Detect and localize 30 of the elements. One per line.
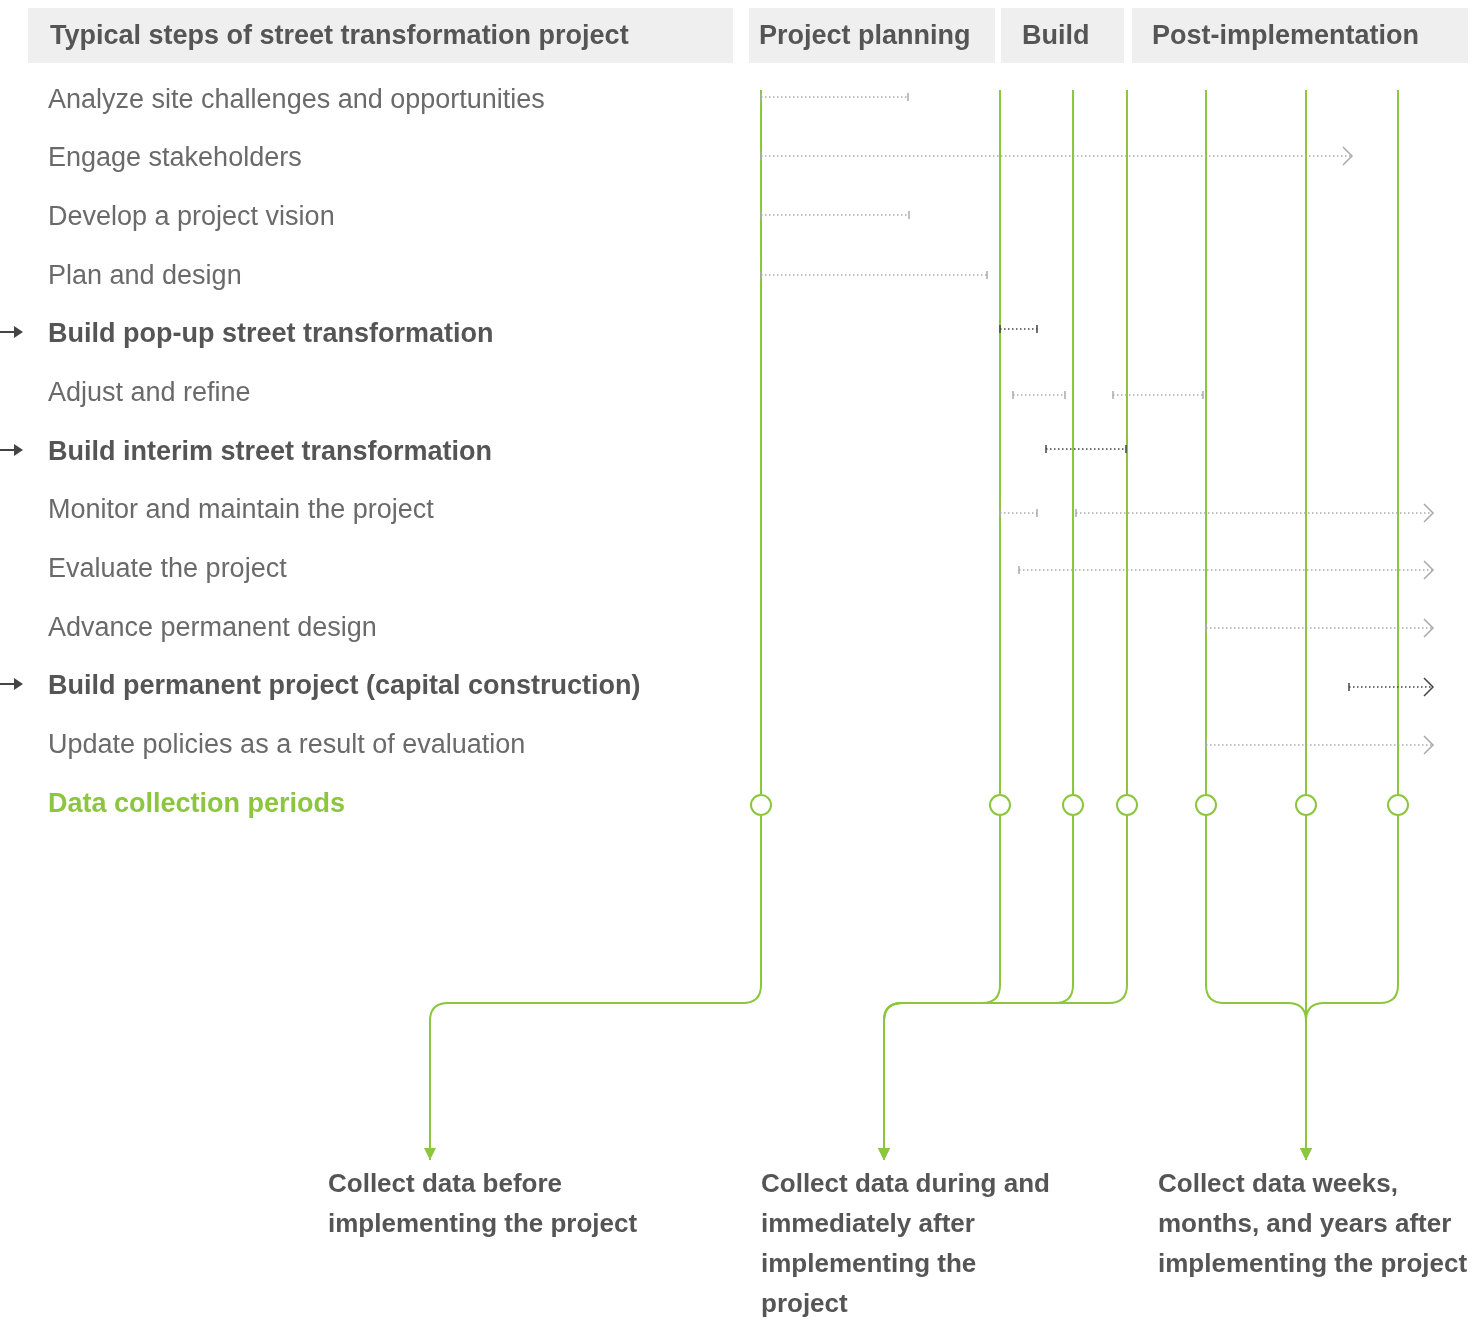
period-marker-circle [750, 794, 772, 816]
step-label: Adjust and refine [48, 376, 251, 409]
step-label: Develop a project vision [48, 200, 335, 233]
step-label: Monitor and maintain the project [48, 493, 434, 526]
outcome-text: Collect data before implementing the project [328, 1163, 658, 1243]
connector-arrow [878, 815, 1128, 1161]
connector-arrow [424, 815, 762, 1161]
period-marker-circle [1062, 794, 1084, 816]
period-marker-circle [1195, 794, 1217, 816]
legend-title: Data collection periods [48, 787, 346, 820]
connector-arrow [1300, 815, 1399, 1161]
column-header: Build [1001, 8, 1124, 63]
step-label: Plan and design [48, 259, 242, 292]
column-header: Typical steps of street transformation project [28, 8, 733, 63]
step-label: Engage stakeholders [48, 141, 302, 174]
step-label: Analyze site challenges and opportunities [48, 83, 545, 116]
period-marker-circle [1116, 794, 1138, 816]
step-label: Build interim street transformation [48, 435, 493, 468]
step-label: Build permanent project (capital construction) [48, 669, 641, 702]
column-header: Project planning [749, 8, 995, 63]
step-label: Update policies as a result of evaluation [48, 728, 526, 761]
column-header: Post-implementation [1132, 8, 1468, 63]
period-marker-circle [989, 794, 1011, 816]
outcome-text: Collect data during and immediately after implementing the project [761, 1163, 1061, 1319]
period-marker-circle [1295, 794, 1317, 816]
period-marker-circle [1387, 794, 1409, 816]
outcome-text: Collect data weeks, months, and years after implementing the project [1158, 1163, 1478, 1283]
step-label: Advance permanent design [48, 611, 377, 644]
step-label: Build pop-up street transformation [48, 317, 494, 350]
step-label: Evaluate the project [48, 552, 287, 585]
